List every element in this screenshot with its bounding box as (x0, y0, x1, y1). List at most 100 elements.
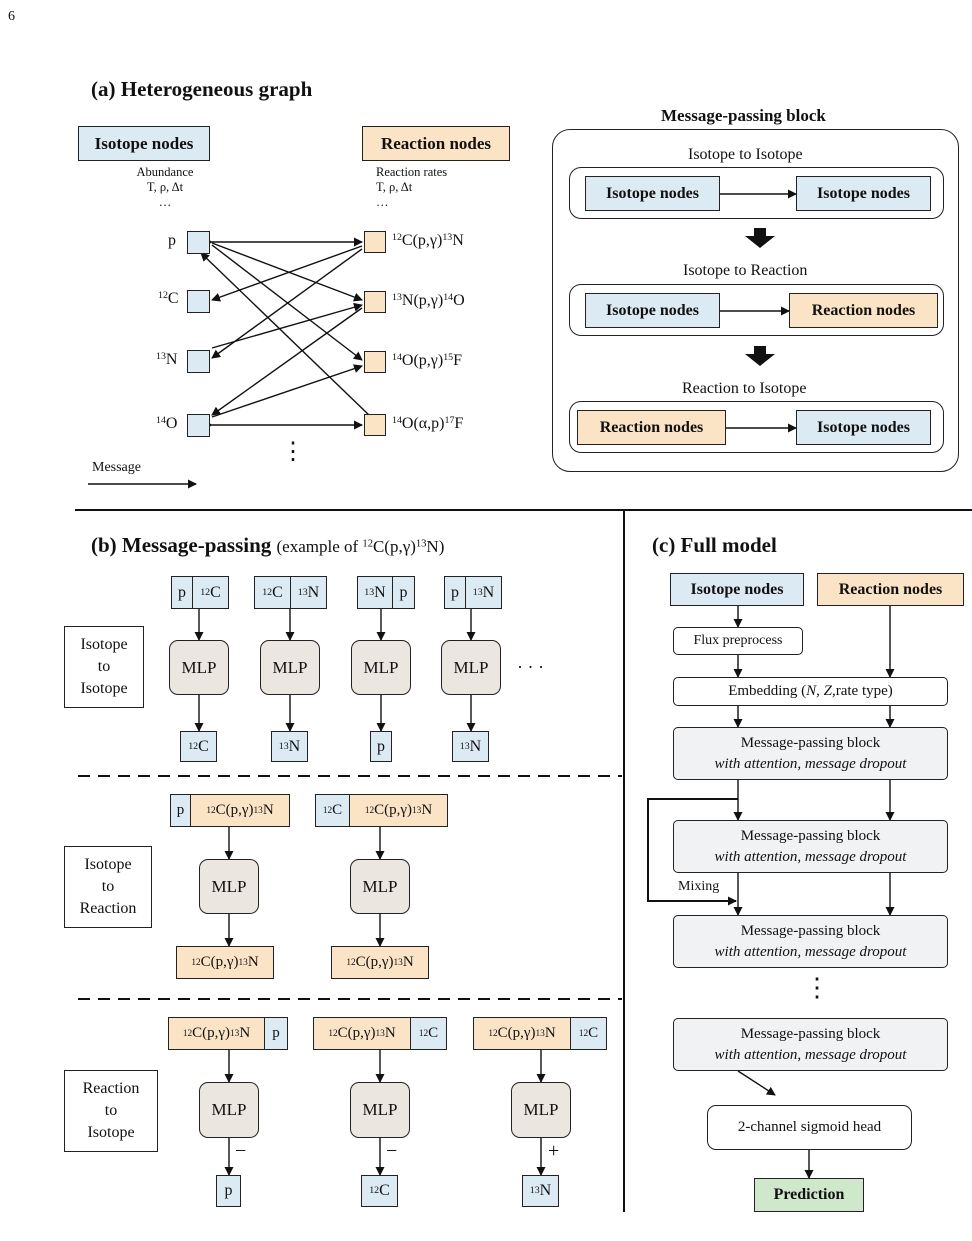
panel-c-title: (c) Full model (652, 533, 777, 557)
reaction-node-2[interactable] (364, 291, 386, 313)
edge-n13-r2 (211, 302, 363, 349)
edge-r1-n13 (211, 248, 363, 359)
reaction-label-3: 14O(p,γ)15F (392, 352, 462, 369)
mlp-iso-rxn-2: MLP (350, 859, 410, 914)
edge-r4-p (200, 252, 371, 417)
isotope-node-p[interactable] (187, 231, 210, 254)
mp-block-title: Message-passing block (661, 106, 826, 125)
panel-c-arrows (647, 605, 895, 1179)
panel-b-title: (b) Message-passing (example of 12C(p,γ)… (91, 533, 445, 557)
reaction-node-4[interactable] (364, 414, 386, 436)
isotope-node-c12[interactable] (187, 290, 210, 313)
mlp-rxn-iso-1: MLP (199, 1082, 259, 1138)
reaction-feature-list: Reaction rates T, ρ, Δt … (376, 165, 486, 210)
mp-row-label-iso-rxn: Isotope to Reaction (683, 262, 808, 279)
message-legend-label: Message (92, 460, 141, 475)
sign-plus: + (548, 1140, 560, 1162)
feature-reaction-rates: Reaction rates (376, 165, 448, 179)
mlp-rxn-iso-3: MLP (511, 1082, 571, 1138)
mp-block-frame (552, 129, 959, 472)
isotope-node-n13[interactable] (187, 350, 210, 373)
mlp-iso-iso-3: MLP (351, 640, 411, 695)
mp-row2-right-box: Reaction nodes (789, 293, 938, 328)
reaction-label-1: 12C(p,γ)13N (392, 232, 464, 249)
page-number: 6 (8, 9, 15, 24)
edge-o14-r3 (211, 364, 363, 418)
reaction-nodes-header: Reaction nodes (362, 126, 510, 161)
graph-edges (200, 237, 371, 430)
mp-row1-right-box: Isotope nodes (796, 176, 931, 211)
edge-p-r2 (211, 242, 363, 302)
edge-p-r3 (211, 244, 363, 361)
mp-row-label-iso-iso: Isotope to Isotope (688, 146, 803, 163)
mlp-iso-iso-1: MLP (169, 640, 229, 695)
flux-preprocess-box: Flux preprocess (673, 627, 803, 655)
isotope-label-o14: 14O (156, 415, 178, 432)
mp-row-rxn-iso (569, 401, 944, 453)
mp-row-iso-iso (569, 167, 944, 219)
edge-r2-o14 (211, 307, 363, 416)
mlp-iso-iso-2: MLP (260, 640, 320, 695)
full-reaction-nodes: Reaction nodes (817, 573, 964, 606)
reaction-node-1[interactable] (364, 231, 386, 253)
mlp-iso-iso-4: MLP (441, 640, 501, 695)
isotope-label-c12: 12C (158, 290, 179, 307)
sign-minus-1: − (235, 1140, 247, 1162)
mp-row3-left-box: Reaction nodes (577, 410, 726, 445)
pair-output-3: p (370, 731, 392, 762)
mixing-label: Mixing (678, 879, 720, 894)
mp-row-iso-rxn (569, 284, 944, 336)
mp-row3-right-box: Isotope nodes (796, 410, 931, 445)
feature-t-rho-dt: T, ρ, Δt (146, 180, 184, 194)
mlp-iso-rxn-1: MLP (199, 859, 259, 914)
reaction-label-4: 14O(α,p)17F (392, 415, 464, 432)
edge-r1-c12 (211, 245, 363, 302)
more-ellipsis: · · · (517, 657, 544, 677)
embedding-box: Embedding (N, Z, rate type) (673, 677, 948, 706)
full-vdots: ⋮ (804, 973, 830, 1002)
isotope-feature-list: Abundance T, ρ, Δt … (110, 165, 220, 210)
reaction-node-3[interactable] (364, 351, 386, 373)
mlp-rxn-iso-2: MLP (350, 1082, 410, 1138)
mixing-path (647, 798, 738, 906)
panel-a-title: (a) Heterogeneous graph (91, 77, 313, 101)
mp-row2-left-box: Isotope nodes (585, 293, 720, 328)
reaction-label-2: 13N(p,γ)14O (392, 292, 465, 309)
big-down-arrow-2 (745, 346, 775, 366)
isotope-node-o14[interactable] (187, 414, 210, 437)
sign-minus-2: − (386, 1140, 398, 1162)
sigmoid-head-box: 2-channel sigmoid head (707, 1105, 912, 1150)
isotope-nodes-header: Isotope nodes (78, 126, 210, 161)
feature-ellipsis: … (158, 195, 172, 209)
isotope-label-p: p (168, 232, 176, 249)
mp-row1-left-box: Isotope nodes (585, 176, 720, 211)
big-down-arrow-1 (745, 228, 775, 248)
panel-b-arrows (194, 609, 546, 1176)
prediction-box: Prediction (754, 1178, 864, 1212)
rxn-iso-output-1: p (216, 1175, 241, 1207)
feature-abundance: Abundance (136, 165, 194, 179)
isotope-label-n13: 13N (156, 351, 178, 368)
mp-row-label-rxn-iso: Reaction to Isotope (682, 380, 807, 397)
feature-t-rho-dt: T, ρ, Δt (376, 180, 413, 194)
